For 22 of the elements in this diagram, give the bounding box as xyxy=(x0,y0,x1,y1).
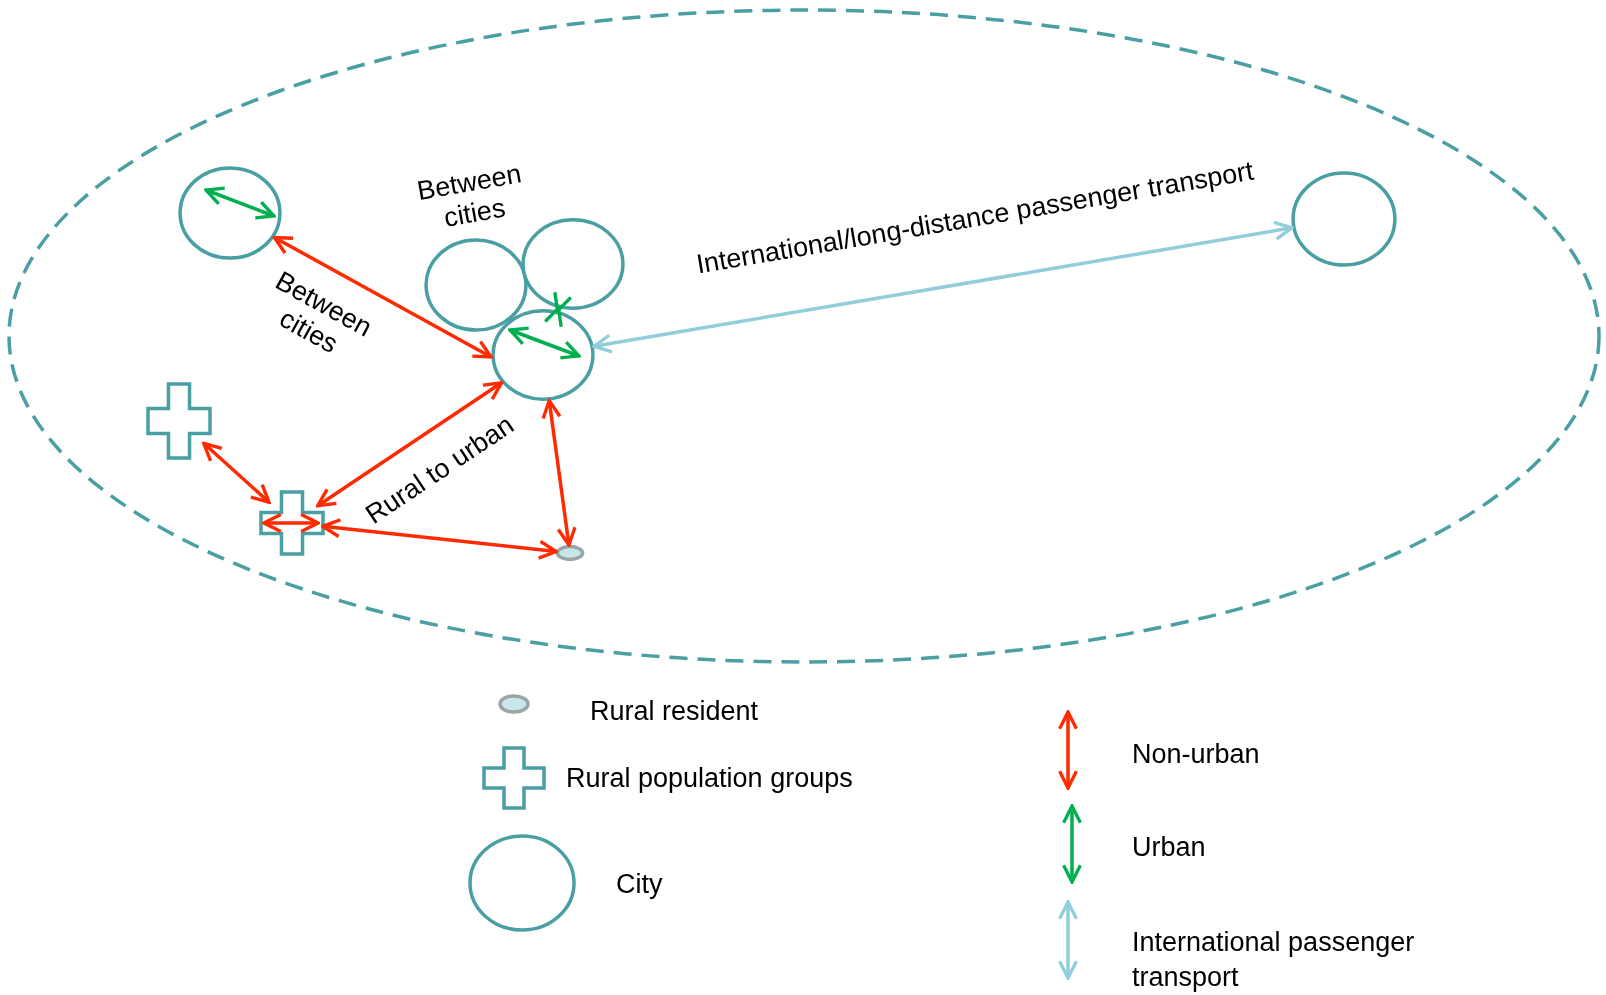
legend-text: Rural resident xyxy=(590,695,759,729)
arrow xyxy=(541,399,577,547)
city-circle xyxy=(1291,171,1397,267)
rural-group-cross xyxy=(261,492,323,554)
city-circle xyxy=(424,238,528,332)
arrow xyxy=(202,441,271,504)
legend-text: International passenger transport xyxy=(1132,925,1416,994)
legend-text: City xyxy=(616,868,663,902)
city-circle xyxy=(521,218,625,310)
rural-group-cross xyxy=(148,384,210,458)
rural-resident-marker xyxy=(556,545,584,561)
arrow xyxy=(316,381,504,508)
arrow xyxy=(321,518,558,560)
legend-text: Non-urban xyxy=(1132,738,1260,772)
arrow xyxy=(543,290,573,329)
city-circle xyxy=(178,166,282,260)
legend-text: Urban xyxy=(1132,831,1206,865)
area-label: Between cities xyxy=(413,157,525,235)
city-circle xyxy=(491,309,595,401)
arrow xyxy=(272,235,493,359)
arrow xyxy=(592,220,1294,354)
legend-text: Rural population groups xyxy=(566,762,853,796)
